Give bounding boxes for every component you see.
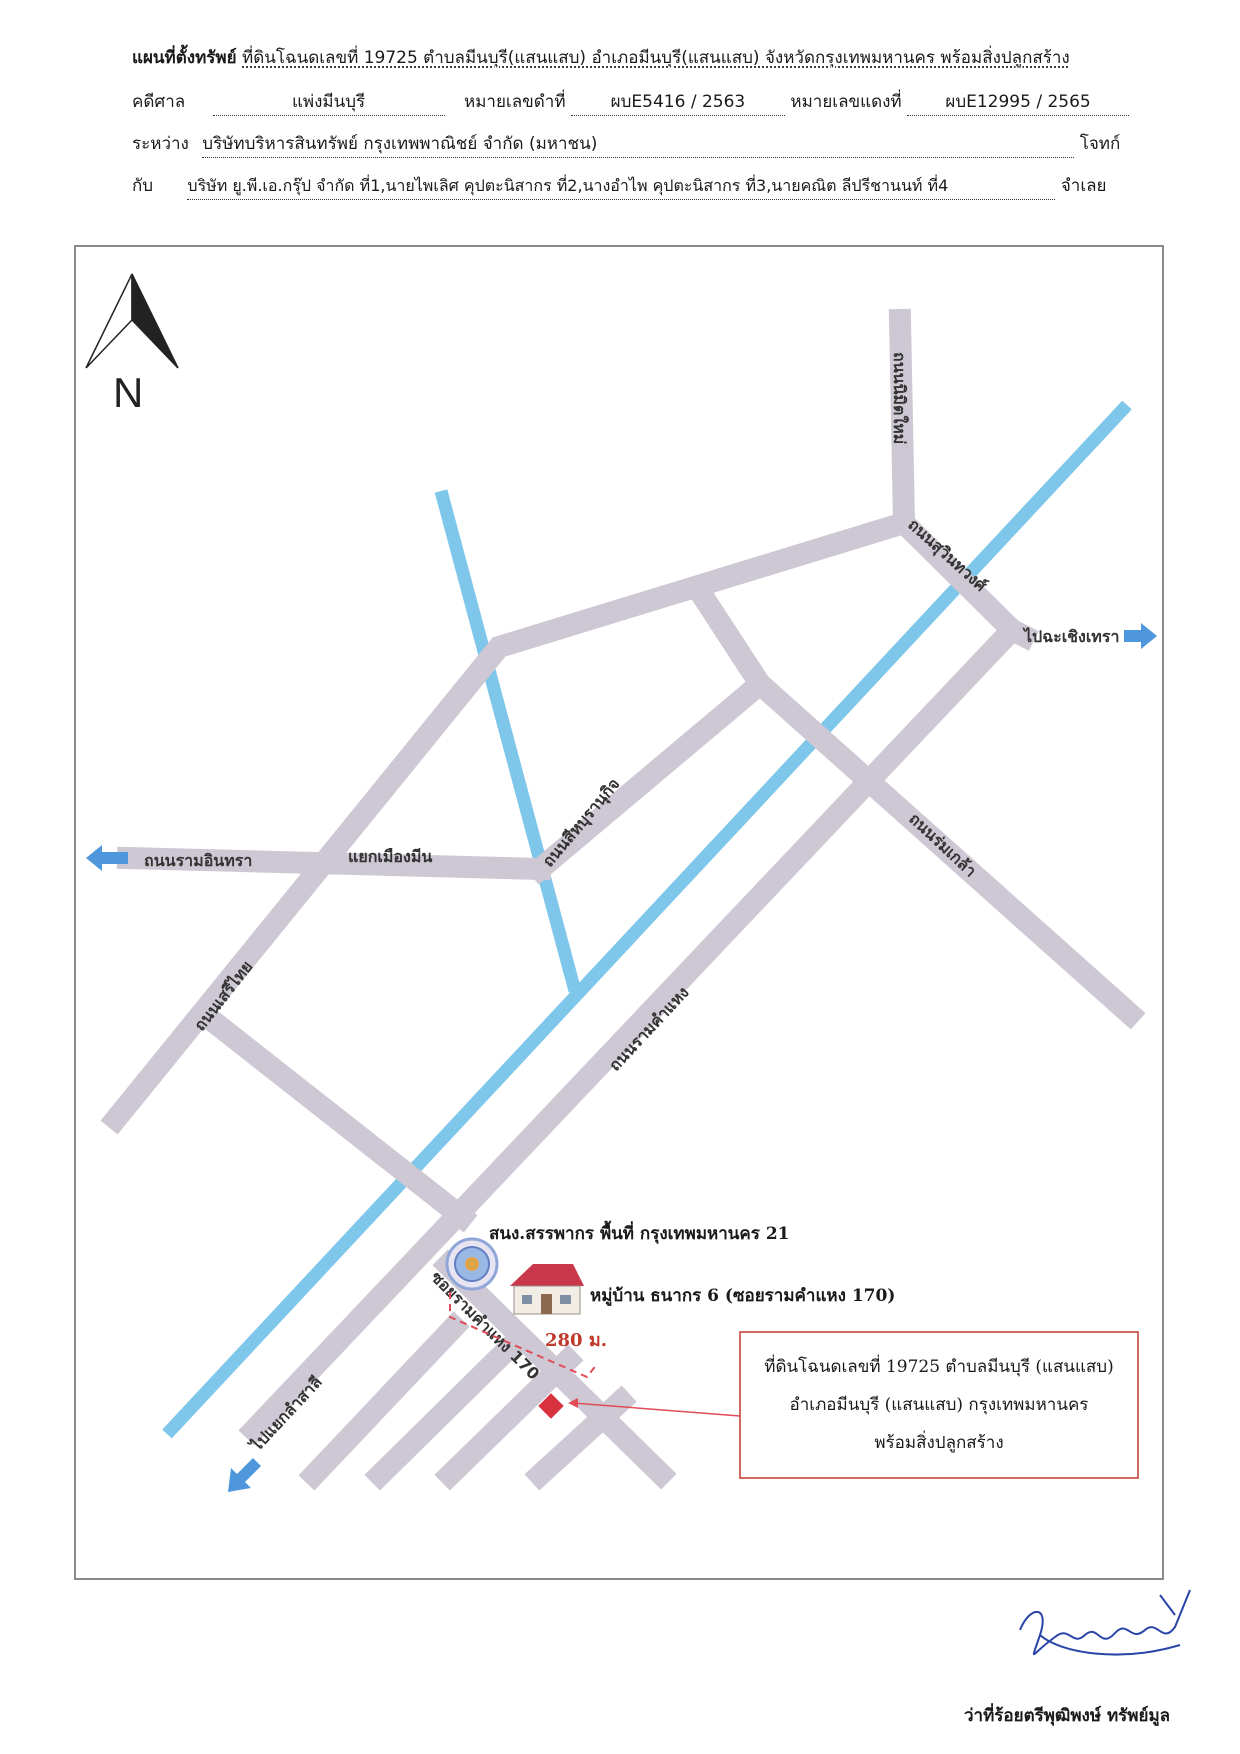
black-number-label: หมายเลขดำที่ (463, 92, 566, 112)
header-title-rest: ที่ดินโฉนดเลขที่ 19725 ตำบลมีนบุรี(แสนแส… (242, 48, 1070, 68)
defendant-role: จำเลย (1060, 176, 1107, 196)
soi-branch-1 (298, 1311, 470, 1491)
callout-text: ที่ดินโฉนดเลขที่ 19725 ตำบลมีนบุรี (แสนแ… (764, 1354, 1113, 1453)
road-seri-thai-cross (198, 1006, 478, 1233)
map-canvas: N ถนนนิมิตใหม่ ถนนสุวินทวงศ์ ไปฉะเชิงเทร… (85, 273, 1157, 1492)
red-number-value: ผบE12995 / 2565 (907, 88, 1130, 116)
callout-line-2: อำเภอมีนบุรี (แสนแสบ) กรุงเทพมหานคร (790, 1395, 1089, 1415)
canal-main (162, 400, 1132, 1439)
roads (100, 308, 1146, 1491)
red-number-label: หมายเลขแดงที่ (790, 92, 902, 112)
court-value: แพ่งมีนบุรี (212, 88, 445, 116)
header-title-bold: แผนที่ตั้งทรัพย์ (132, 48, 237, 68)
label-nimit-mai: ถนนนิมิตใหม่ (890, 352, 909, 444)
court-label: คดีศาล (132, 92, 186, 112)
with-label: กับ (132, 176, 154, 196)
house-icon (510, 1264, 584, 1315)
black-number-value: ผบE5416 / 2563 (570, 88, 785, 116)
canals (162, 400, 1132, 1439)
between-label: ระหว่าง (132, 134, 189, 154)
callout-box (739, 1331, 1139, 1479)
defendant-names: บริษัท ยู.พี.เอ.กรุ๊ป จำกัด ที่1,นายไพเล… (187, 174, 1056, 200)
road-diagonal-upper (684, 576, 776, 700)
header-case-line: คดีศาล แพ่งมีนบุรี หมายเลขดำที่ ผบE5416 … (132, 88, 1130, 116)
header-defendant-line: กับ บริษัท ยู.พี.เอ.กรุ๊ป จำกัด ที่1,นาย… (132, 172, 1107, 200)
location-map: N ถนนนิมิตใหม่ ถนนสุวินทวงศ์ ไปฉะเชิงเทร… (74, 245, 1164, 1580)
label-distance: 280 ม. (545, 1330, 607, 1351)
callout-pointer (572, 1402, 741, 1417)
arrow-right-icon (1124, 623, 1157, 649)
north-label: N (113, 369, 143, 416)
soi-branch-2 (364, 1331, 526, 1491)
label-village: หมู่บ้าน ธนากร 6 (ซอยรามคำแหง 170) (590, 1286, 895, 1307)
arrow-left-icon (86, 845, 128, 871)
road-nimit-mai (888, 308, 916, 535)
signatory-name: ว่าที่ร้อยตรีพุฒิพงษ์ ทรัพย์มูล (964, 1706, 1171, 1726)
label-romklao: ถนนร่มเกล้า (905, 809, 980, 881)
header-plaintiff-line: ระหว่าง บริษัทบริหารสินทรัพย์ กรุงเทพพาณ… (132, 130, 1120, 158)
label-muang-min: แยกเมืองมีน (348, 847, 432, 866)
road-sihaburanukit (524, 668, 776, 885)
signature-image (1019, 1589, 1191, 1656)
label-ram-inthra: ถนนรามอินทรา (144, 851, 252, 870)
north-arrow-icon (85, 273, 179, 369)
callout-line-1: ที่ดินโฉนดเลขที่ 19725 ตำบลมีนบุรี (แสนแ… (764, 1354, 1113, 1377)
label-to-chachoengsao: ไปฉะเชิงเทรา (1022, 627, 1119, 646)
callout-line-3: พร้อมสิ่งปลูกสร้าง (874, 1430, 1003, 1453)
label-ramkhamhaeng: ถนนรามคำแหง (605, 983, 693, 1075)
callout-pointer-head (568, 1398, 578, 1408)
label-revenue-office: สนง.สรรพากร พื้นที่ กรุงเทพมหานคร 21 (489, 1220, 790, 1244)
soi-branch-3 (434, 1344, 584, 1491)
arrow-down-left-icon (228, 1458, 261, 1492)
distance-dashed-line (449, 1292, 598, 1379)
plaintiff-name: บริษัทบริหารสินทรัพย์ กรุงเทพพาณิชย์ จำก… (202, 130, 1075, 158)
soi-branch-4 (524, 1385, 637, 1491)
header-title-line: แผนที่ตั้งทรัพย์ ที่ดินโฉนดเลขที่ 19725 … (132, 44, 1070, 71)
road-romklao (744, 668, 1146, 1030)
road-upper-connector (100, 509, 918, 1135)
road-ram-inthra (116, 846, 552, 881)
direction-arrows (86, 623, 1157, 1492)
canal-branch (434, 489, 582, 993)
plaintiff-role: โจทก์ (1079, 134, 1121, 154)
revenue-office-seal-icon (445, 1237, 499, 1291)
road-ramkhamhaeng (238, 614, 1028, 1446)
